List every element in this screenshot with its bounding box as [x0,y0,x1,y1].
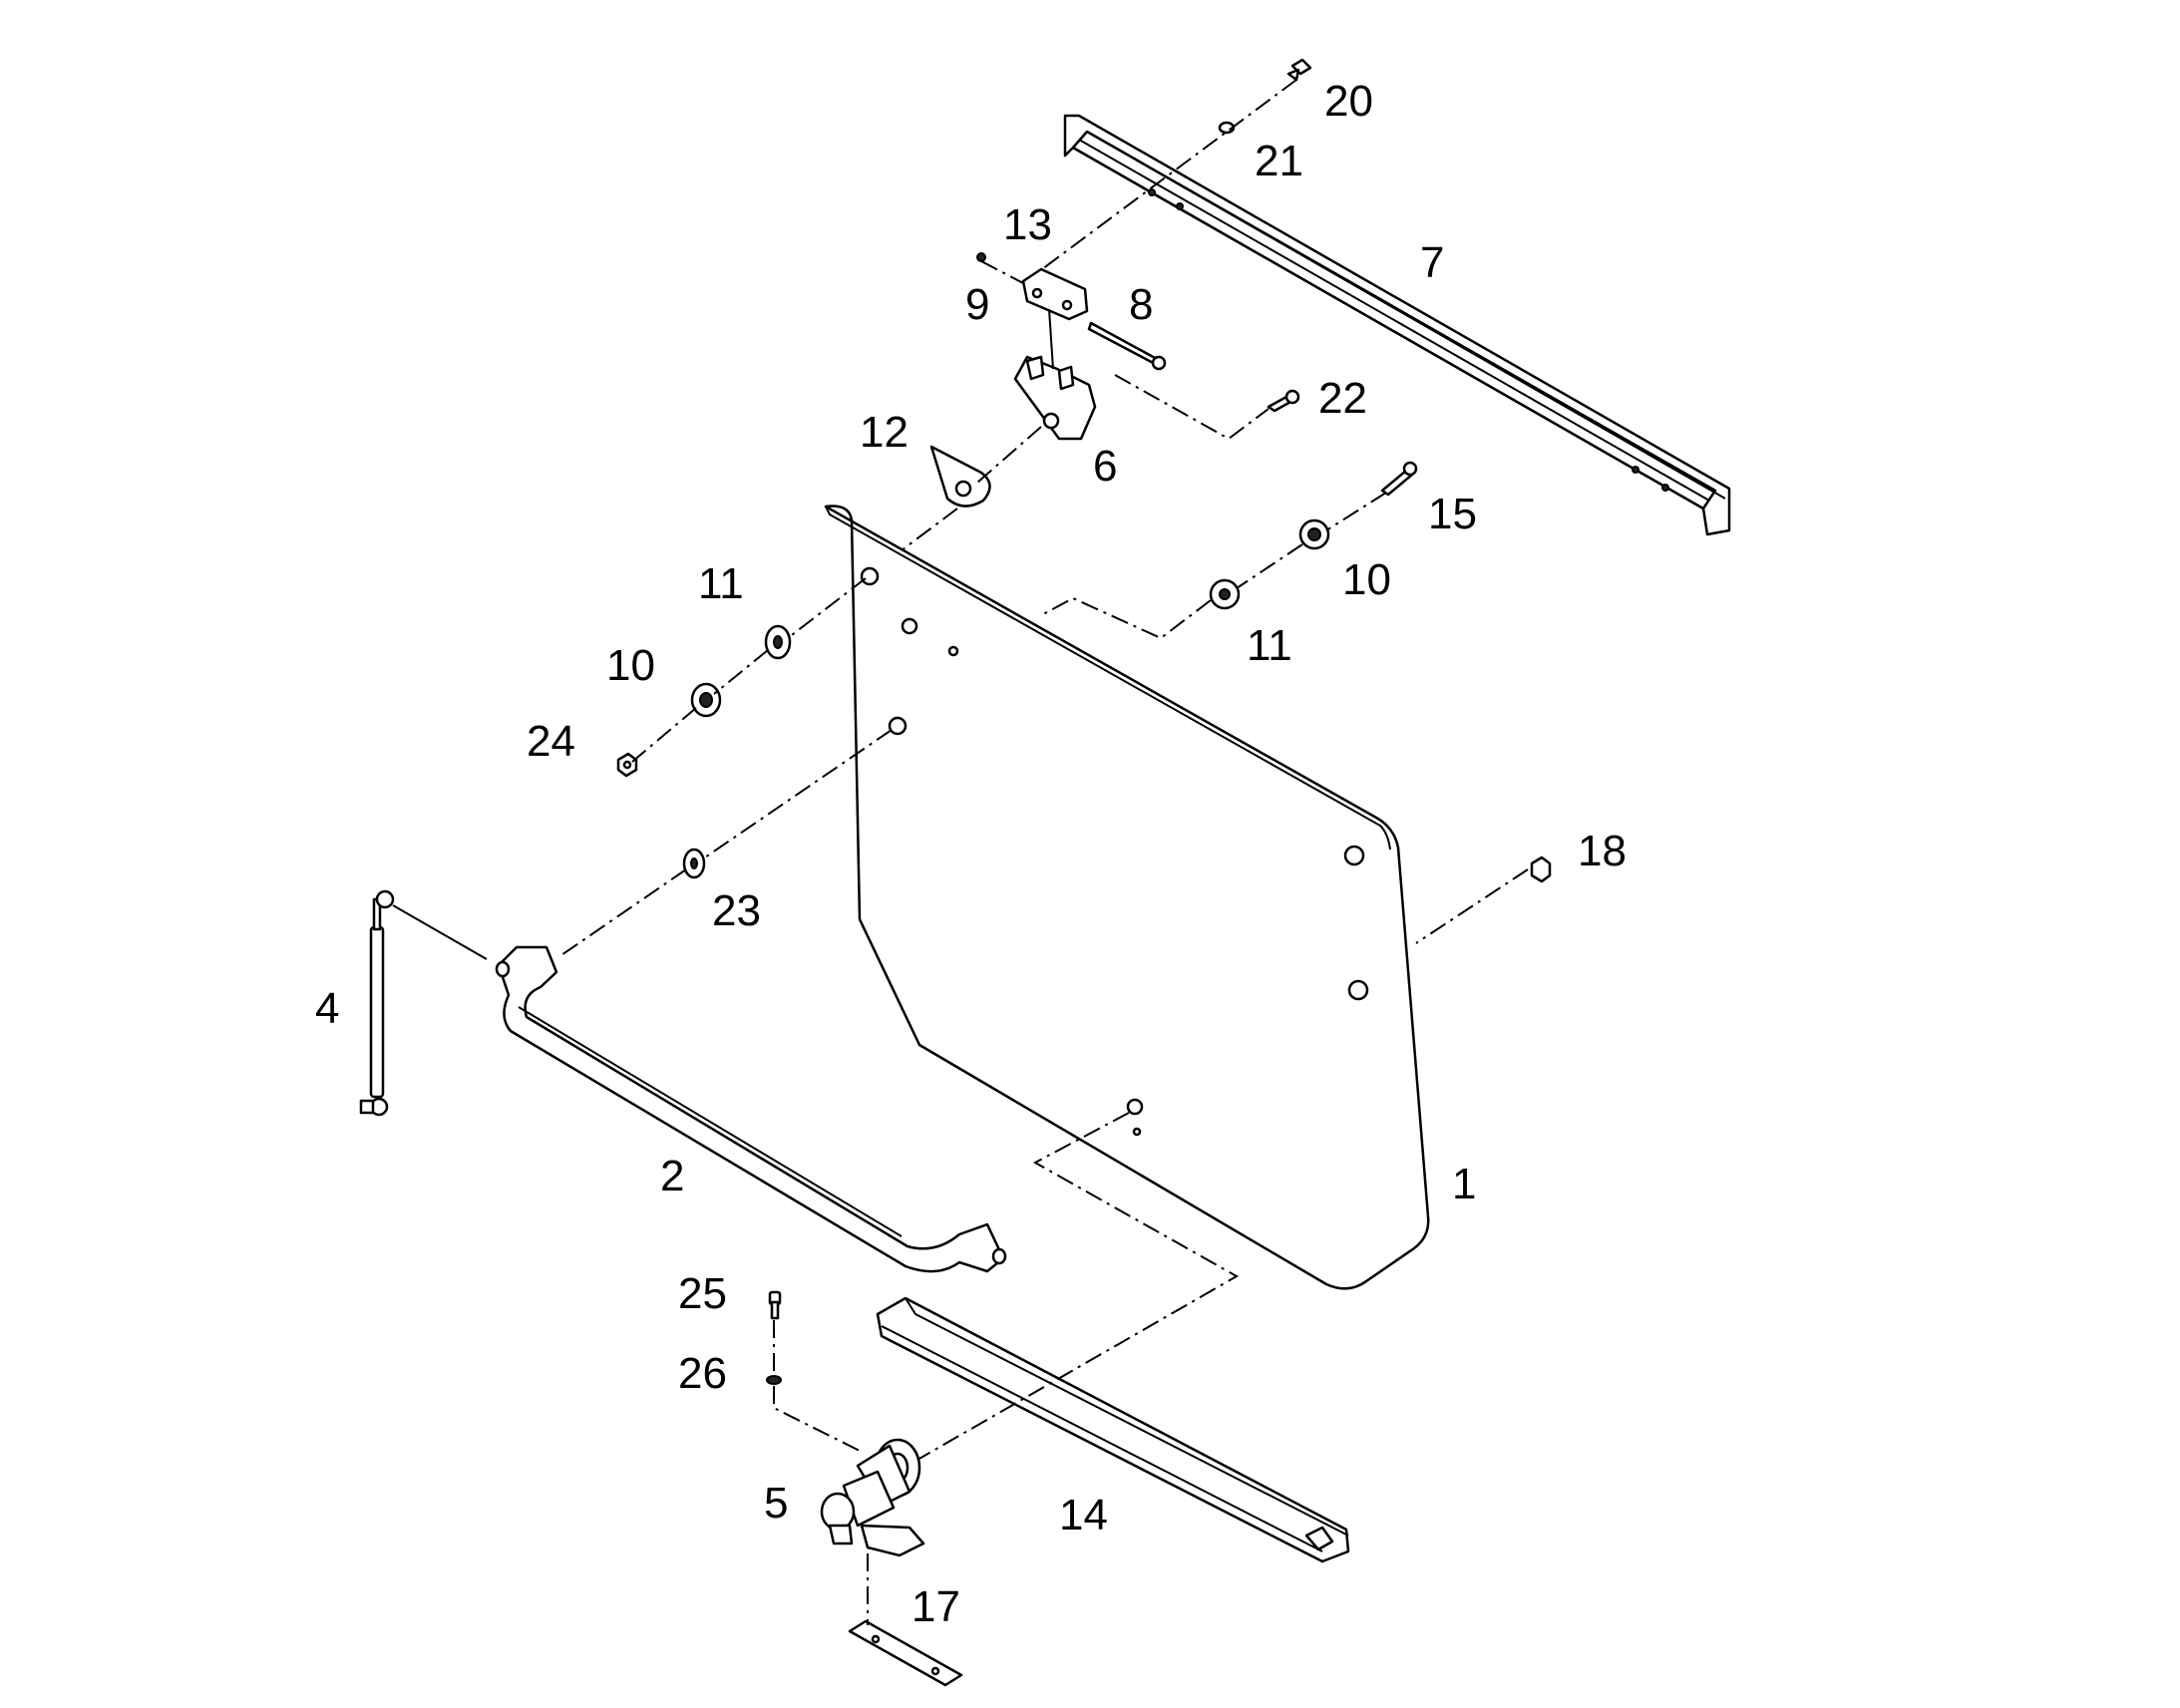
part-26-washer [766,1375,782,1385]
part-25-bolt [768,1290,782,1320]
callout-20: 20 [1324,77,1373,126]
part-20-bolt [1286,58,1312,82]
callout-11-left: 11 [698,559,744,608]
callout-9: 9 [965,280,989,329]
callout-15: 15 [1428,490,1477,538]
callout-1: 1 [1452,1160,1476,1208]
part-5-latch-assembly [820,1438,925,1557]
callout-24: 24 [527,717,575,766]
callout-23: 23 [712,886,761,935]
part-11-washer-right [1209,578,1241,610]
callout-25: 25 [678,1269,727,1318]
callout-6: 6 [1093,442,1117,491]
callout-14: 14 [1059,1491,1108,1539]
callout-18: 18 [1578,827,1627,875]
part-23-washer [682,848,706,879]
callout-17: 17 [911,1582,960,1631]
callout-26: 26 [678,1349,727,1398]
callout-5: 5 [764,1479,788,1528]
part-2-handle-bar [495,945,1007,1273]
callout-10-left: 10 [606,641,655,690]
part-14-lower-rail [876,1296,1350,1563]
callout-10-right: 10 [1342,555,1391,604]
leader-lines [392,79,1529,1625]
part-18-nut [1530,855,1552,883]
part-10-washer-right [1298,518,1330,550]
callout-2: 2 [660,1152,684,1200]
part-7-top-rail [1063,114,1731,536]
callout-13: 13 [1003,200,1052,249]
part-15-screw [1380,461,1418,497]
part-17-plate [848,1619,963,1687]
part-8-pin [1087,321,1167,371]
part-6-hinge-bracket [1013,355,1097,441]
callout-4: 4 [315,984,339,1033]
callout-7: 7 [1420,238,1444,287]
part-22-screw [1267,389,1300,413]
part-24-nut [616,752,638,778]
part-11-washer-left [764,624,792,660]
part-1-panel [824,505,1430,1290]
callout-8: 8 [1129,280,1153,329]
callout-labels: 1 2 4 5 6 7 8 9 10 10 11 11 12 13 14 15 … [315,77,1627,1631]
part-4-gas-strut [359,889,395,1117]
part-10-washer-left [690,682,722,718]
callout-22: 22 [1318,374,1367,423]
part-12-plate [929,445,991,508]
callout-21: 21 [1255,137,1303,185]
part-13-hinge-block [1021,267,1089,321]
part-9-screw [976,252,986,262]
callout-11-right: 11 [1247,621,1292,670]
callout-12: 12 [860,408,908,457]
